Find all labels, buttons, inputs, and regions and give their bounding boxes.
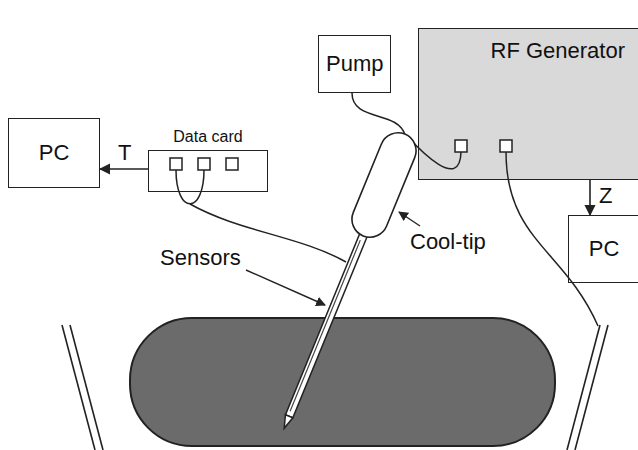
- needle-tip: [281, 415, 293, 430]
- terminal: [170, 158, 182, 170]
- signal-label: T: [118, 141, 131, 165]
- ground-cable: [506, 152, 598, 326]
- data-card-frame: [148, 150, 268, 192]
- container-wall: [567, 325, 600, 450]
- rf-generator-box: RF Generator: [418, 28, 638, 180]
- box-text: PC: [589, 237, 620, 261]
- tissue-sample: [130, 318, 555, 446]
- terminal: [455, 140, 467, 152]
- terminal: [198, 158, 210, 170]
- cool-tip-handle: [346, 127, 421, 242]
- terminal: [500, 140, 512, 152]
- generator-fill: [418, 28, 638, 180]
- box-text: Data card: [148, 128, 268, 146]
- sensor-line: [290, 240, 360, 411]
- leader-line: [246, 270, 325, 305]
- container-wall: [70, 325, 103, 450]
- pump-tube: [352, 93, 405, 135]
- pump-box: Pump: [318, 35, 391, 93]
- sensor-wire: [176, 170, 204, 204]
- signal-arrow: [589, 180, 591, 215]
- pc-box: PC: [8, 118, 100, 188]
- sensor-label: Sensors: [160, 246, 241, 270]
- pc-box: PC: [568, 215, 638, 283]
- signal-arrow: [100, 168, 148, 170]
- cool-tip-label: Cool-tip: [410, 230, 486, 254]
- data-card: Data card: [148, 126, 268, 192]
- signal-label: Z: [599, 184, 612, 208]
- box-text: RF Generator: [491, 39, 626, 63]
- needle-shaft: [285, 230, 368, 418]
- container-wall: [575, 325, 608, 450]
- terminal: [226, 158, 238, 170]
- box-text: Pump: [326, 52, 383, 76]
- box-text: PC: [39, 141, 70, 165]
- leader-line: [399, 212, 420, 226]
- container-wall: [62, 325, 95, 450]
